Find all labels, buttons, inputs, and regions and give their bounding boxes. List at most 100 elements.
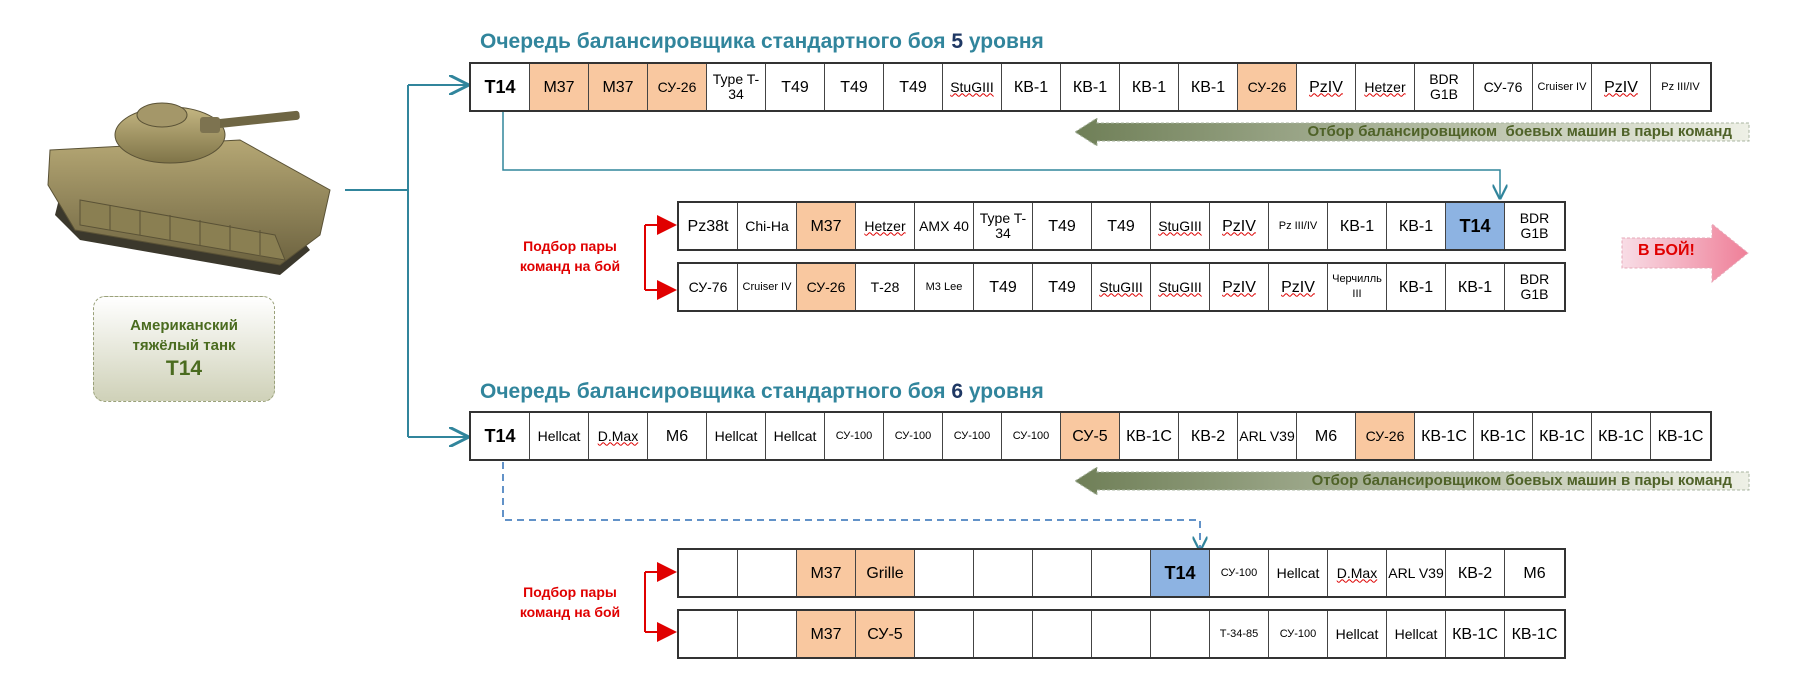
vehicle-name: Type T-34 [979, 210, 1027, 241]
vehicle-name: Т49 [781, 78, 809, 96]
vehicle-cell: Т-34-85 [1210, 611, 1269, 657]
vehicle-cell: КВ-2 [1446, 550, 1505, 596]
vehicle-cell: Hellcat [1328, 611, 1387, 657]
vehicle-name: Т14 [484, 425, 516, 446]
pairing-label-5: Подбор пары команд на бой [519, 238, 621, 274]
vehicle-name: Т49 [899, 78, 927, 96]
empty-slot-cell [915, 611, 974, 657]
vehicle-cell: Т49 [766, 64, 825, 110]
vehicle-cell: BDR G1B [1505, 203, 1564, 249]
vehicle-name: КВ-1С [1126, 427, 1172, 445]
vehicle-name: КВ-1С [1598, 427, 1644, 445]
vehicle-name: КВ-1 [1072, 78, 1108, 96]
vehicle-name: Hellcat [1276, 564, 1320, 581]
vehicle-cell: Pz III/IV [1651, 64, 1710, 110]
vehicle-name: Hellcat [773, 427, 817, 444]
vehicle-cell: М37 [797, 203, 856, 249]
vehicle-name: Т49 [840, 78, 868, 96]
vehicle-cell: Pz38t [679, 203, 738, 249]
vehicle-cell: М37 [797, 611, 856, 657]
vehicle-name: М6 [665, 427, 689, 445]
vehicle-name: Grille [866, 564, 904, 582]
vehicle-name: Type T-34 [712, 71, 760, 102]
vehicle-cell: Type T-34 [707, 64, 766, 110]
vehicle-cell: BDR G1B [1505, 264, 1564, 310]
vehicle-cell: Т14 [471, 64, 530, 110]
vehicle-name: Hellcat [1335, 625, 1379, 642]
vehicle-name: СУ-76 [688, 278, 728, 295]
vehicle-name: StuGIII [950, 78, 994, 95]
vehicle-name: Т49 [1048, 217, 1076, 235]
empty-slot-cell [738, 550, 797, 596]
vehicle-name: М37 [810, 625, 842, 643]
vehicle-cell: PzIV [1269, 264, 1328, 310]
vehicle-name: КВ-1 [1398, 278, 1434, 296]
vehicle-cell: СУ-76 [1474, 64, 1533, 110]
vehicle-cell: КВ-1 [1120, 64, 1179, 110]
vehicle-name: StuGIII [1099, 278, 1143, 295]
empty-slot-cell [738, 611, 797, 657]
vehicle-cell: Т49 [1033, 203, 1092, 249]
vehicle-cell: Т49 [825, 64, 884, 110]
vehicle-cell: StuGIII [1092, 264, 1151, 310]
vehicle-cell: Cruiser IV [1533, 64, 1592, 110]
empty-slot-cell [974, 550, 1033, 596]
vehicle-cell: PzIV [1592, 64, 1651, 110]
vehicle-name: СУ-5 [1072, 427, 1108, 445]
vehicle-cell: Т49 [1033, 264, 1092, 310]
tank-image [47, 102, 331, 275]
vehicle-cell: ARL V39 [1238, 413, 1297, 459]
vehicle-cell: СУ-26 [1238, 64, 1297, 110]
selection-banner-6: Отбор балансировщиком боевых машин в пар… [1075, 467, 1750, 495]
vehicle-cell: Hellcat [1269, 550, 1328, 596]
vehicle-cell: Hellcat [766, 413, 825, 459]
vehicle-cell: Chi-Ha [738, 203, 797, 249]
vehicle-cell: СУ-100 [943, 413, 1002, 459]
empty-slot-cell [915, 550, 974, 596]
vehicle-name: Т14 [1459, 215, 1491, 236]
vehicle-cell: StuGIII [1151, 264, 1210, 310]
vehicle-cell: StuGIII [1151, 203, 1210, 249]
tank-name-label: Т14 [165, 357, 203, 380]
vehicle-cell: КВ-1 [1446, 264, 1505, 310]
vehicle-name: СУ-100 [835, 429, 873, 442]
vehicle-name: Pz III/IV [1661, 80, 1700, 93]
vehicle-name: D.Max [1336, 564, 1378, 581]
vehicle-name: Т-28 [870, 278, 900, 295]
battle-arrow: В БОЙ! [1620, 222, 1750, 284]
vehicle-cell: Т49 [884, 64, 943, 110]
vehicle-cell: М37 [797, 550, 856, 596]
queue6-row: Т14 Hellcat D.Max М6 Hellcat Hellcat СУ-100 СУ-… [469, 411, 1712, 461]
vehicle-name: Hetzer [864, 217, 906, 234]
vehicle-name: Т14 [1164, 562, 1196, 583]
vehicle-cell: Черчилль III [1328, 264, 1387, 310]
vehicle-cell: КВ-1С [1415, 413, 1474, 459]
vehicle-name: Т49 [989, 278, 1017, 296]
selection-banner-5-text: Отбор балансировщиком боевых машин в пар… [1307, 123, 1732, 140]
vehicle-name: СУ-100 [1220, 566, 1258, 579]
vehicle-cell: КВ-1 [1387, 203, 1446, 249]
tank-nation-label: Американский [130, 317, 238, 334]
vehicle-cell: Т14 [471, 413, 530, 459]
vehicle-cell: КВ-1С [1592, 413, 1651, 459]
vehicle-cell: КВ-1С [1651, 413, 1710, 459]
vehicle-cell: Hetzer [856, 203, 915, 249]
vehicle-cell: Hellcat [707, 413, 766, 459]
vehicle-cell: D.Max [589, 413, 648, 459]
vehicle-cell: М37 [530, 64, 589, 110]
vehicle-cell: КВ-1 [1387, 264, 1446, 310]
vehicle-name: Hellcat [537, 427, 581, 444]
vehicle-cell: КВ-1С [1120, 413, 1179, 459]
vehicle-cell: СУ-5 [856, 611, 915, 657]
vehicle-cell: М6 [648, 413, 707, 459]
vehicle-name: Т14 [484, 76, 516, 97]
vehicle-name: Т49 [1048, 278, 1076, 296]
selection-banner-6-text: Отбор балансировщиком боевых машин в пар… [1311, 472, 1732, 489]
vehicle-name: СУ-26 [1365, 427, 1405, 444]
vehicle-name: КВ-1С [1511, 625, 1558, 643]
vehicle-cell: КВ-1С [1505, 611, 1564, 657]
vehicle-cell: AMX 40 [915, 203, 974, 249]
arrow-t14-to-team5 [502, 110, 1500, 198]
